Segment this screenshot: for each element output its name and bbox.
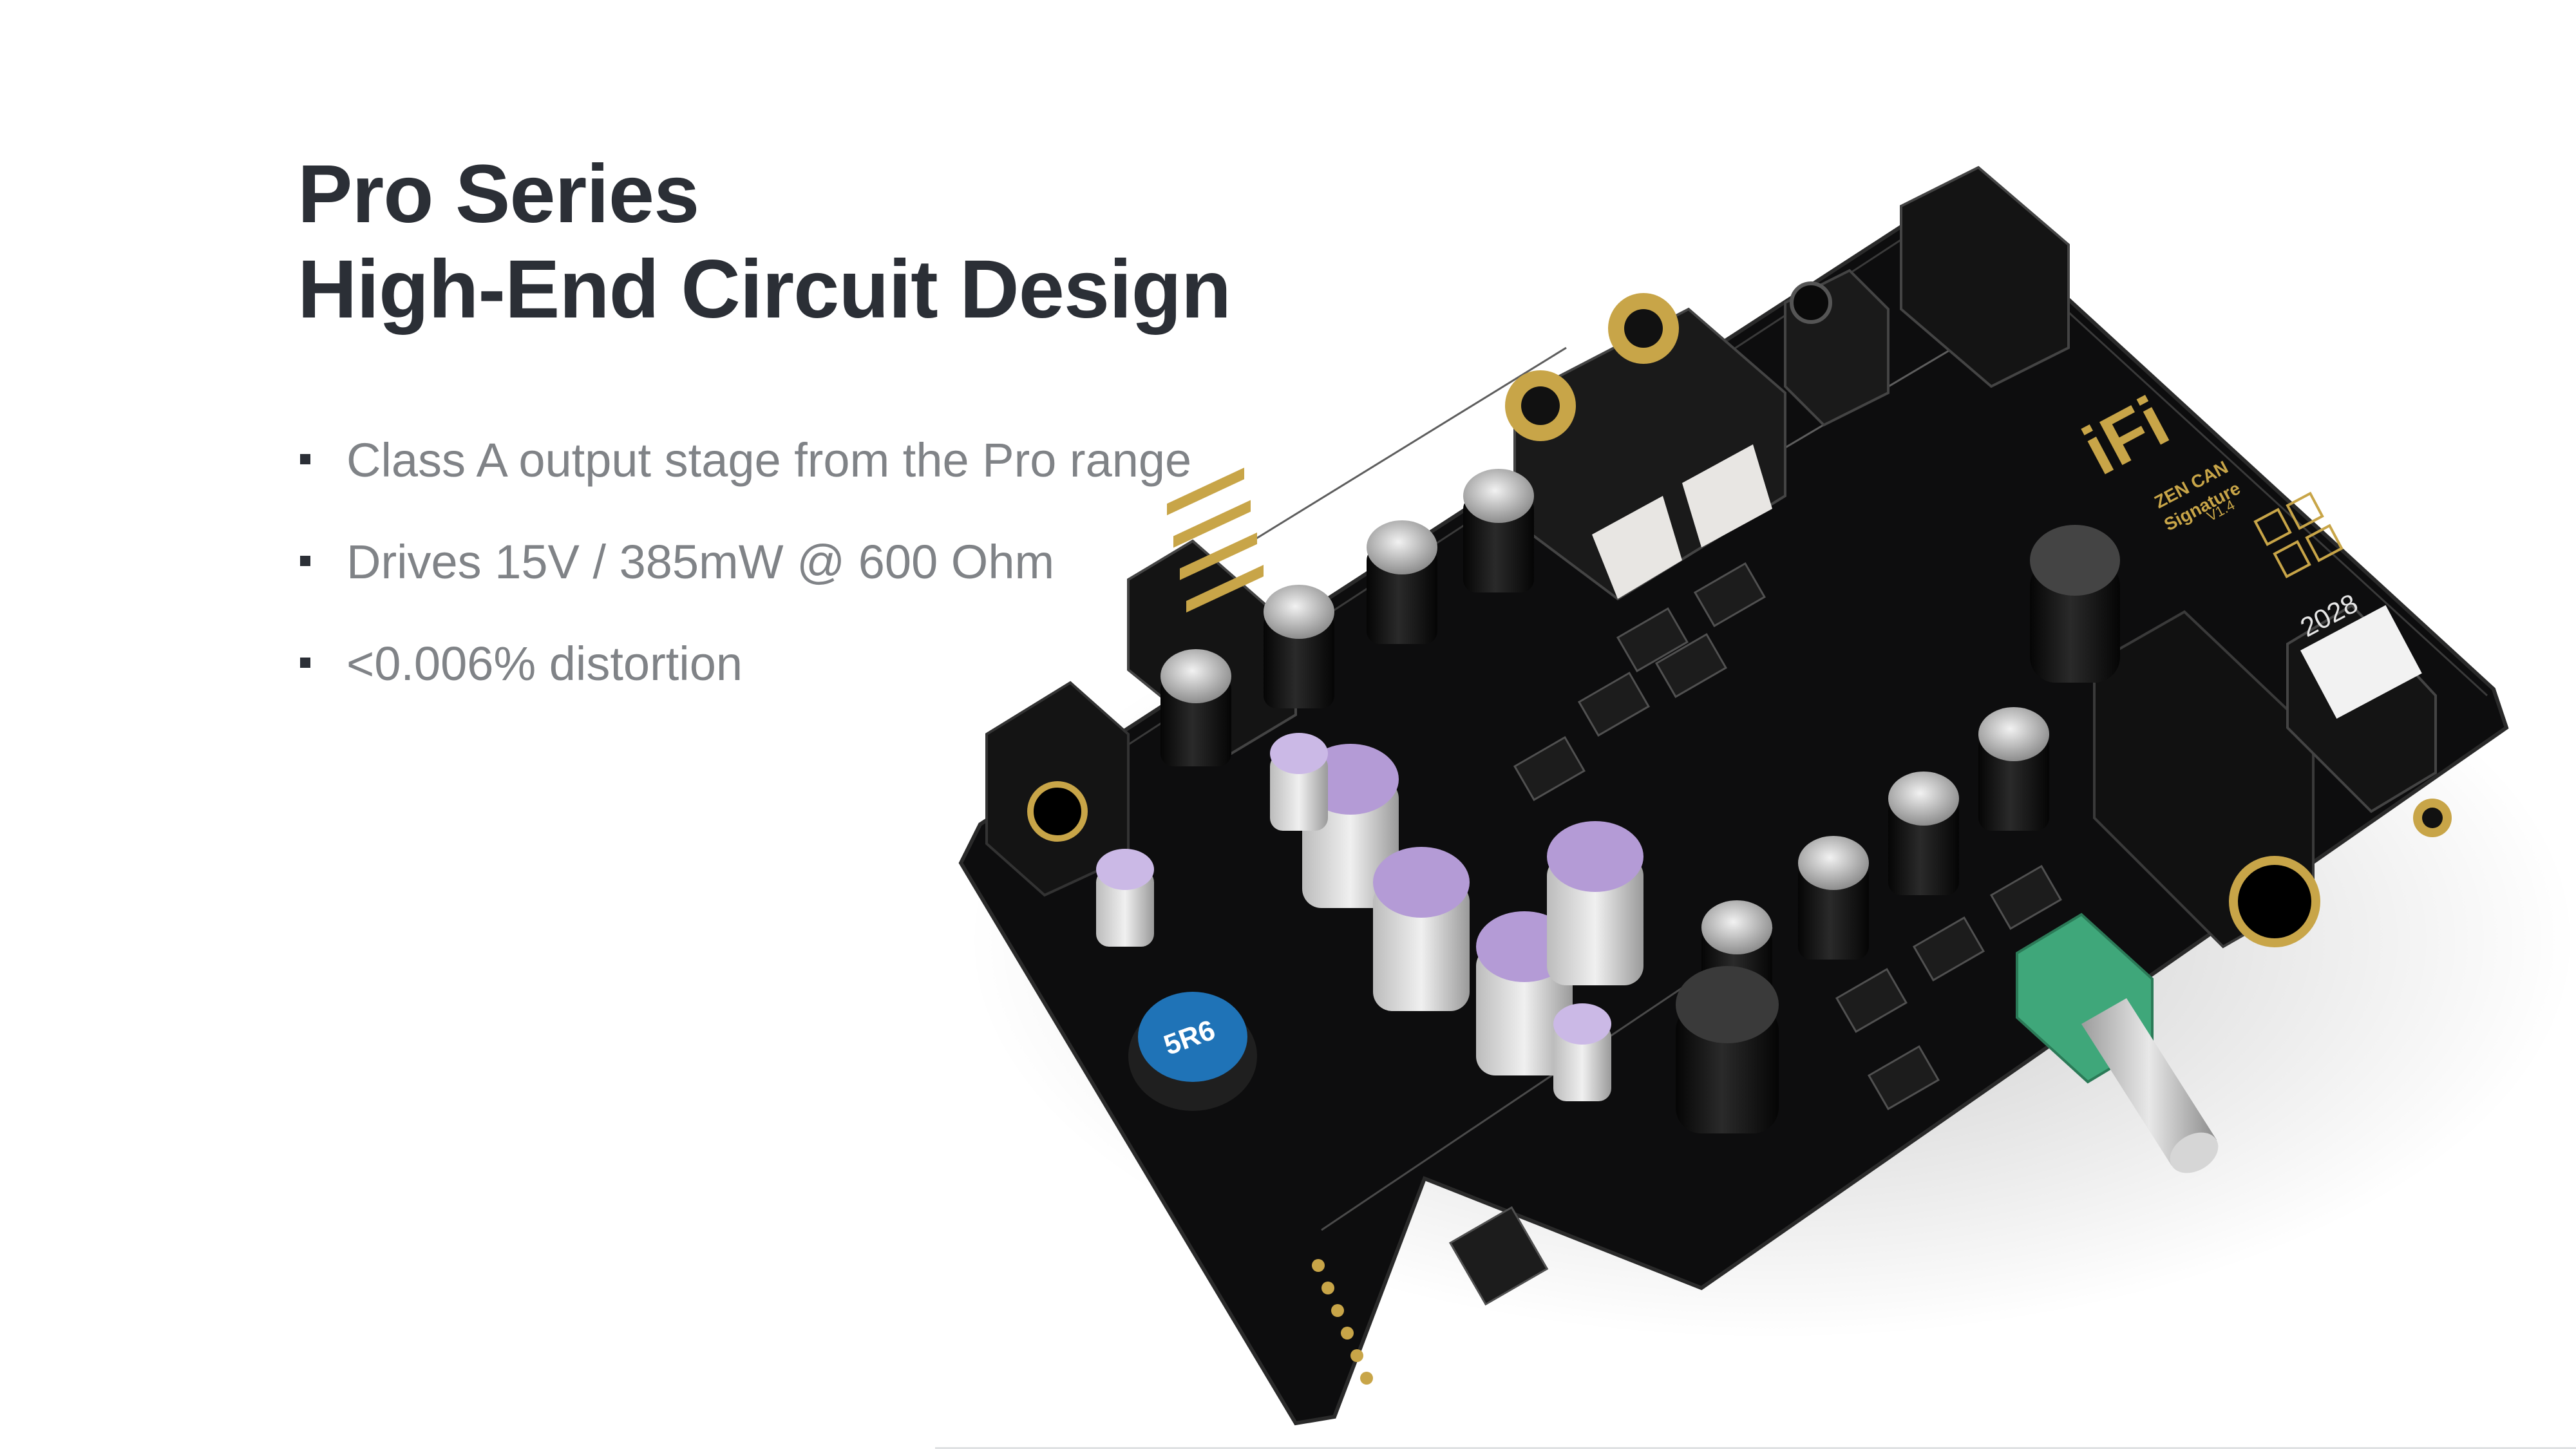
volume-potentiometer: [2016, 913, 2219, 1173]
bullet-icon: [300, 556, 310, 566]
header-pins: [1312, 1259, 1373, 1385]
floor-line: [935, 1447, 2576, 1449]
feature-item: Class A output stage from the Pro range: [298, 422, 1191, 524]
feature-item: Drives 15V / 385mW @ 600 Ohm: [298, 524, 1191, 625]
headline-line-2: High-End Circuit Design: [298, 243, 1231, 336]
top-jacks: [1784, 166, 2070, 427]
qr-code: [2300, 605, 2422, 719]
blue-inductor: 5R6: [1128, 992, 1257, 1111]
feature-list: Class A output stage from the Pro range …: [298, 422, 1191, 727]
rca-jacks: [1505, 293, 1786, 601]
headline: Pro Series High-End Circuit Design: [298, 147, 1231, 337]
feature-item: <0.006% distortion: [298, 625, 1191, 727]
bullet-icon: [300, 658, 310, 668]
polymer-capacitors: [1096, 733, 1643, 1101]
feature-text: Class A output stage from the Pro range: [346, 433, 1192, 487]
headline-line-1: Pro Series: [298, 148, 699, 240]
black-capacitors: [1160, 469, 2049, 1018]
circuit-board-photo: iFi ZEN CAN Signature V1.4 2028: [958, 166, 2576, 1426]
inductors: [1676, 525, 2120, 1133]
dc-jack: [985, 681, 1130, 897]
bullet-icon: [300, 454, 310, 464]
feature-text: Drives 15V / 385mW @ 600 Ohm: [346, 535, 1055, 589]
feature-text: <0.006% distortion: [346, 637, 743, 690]
